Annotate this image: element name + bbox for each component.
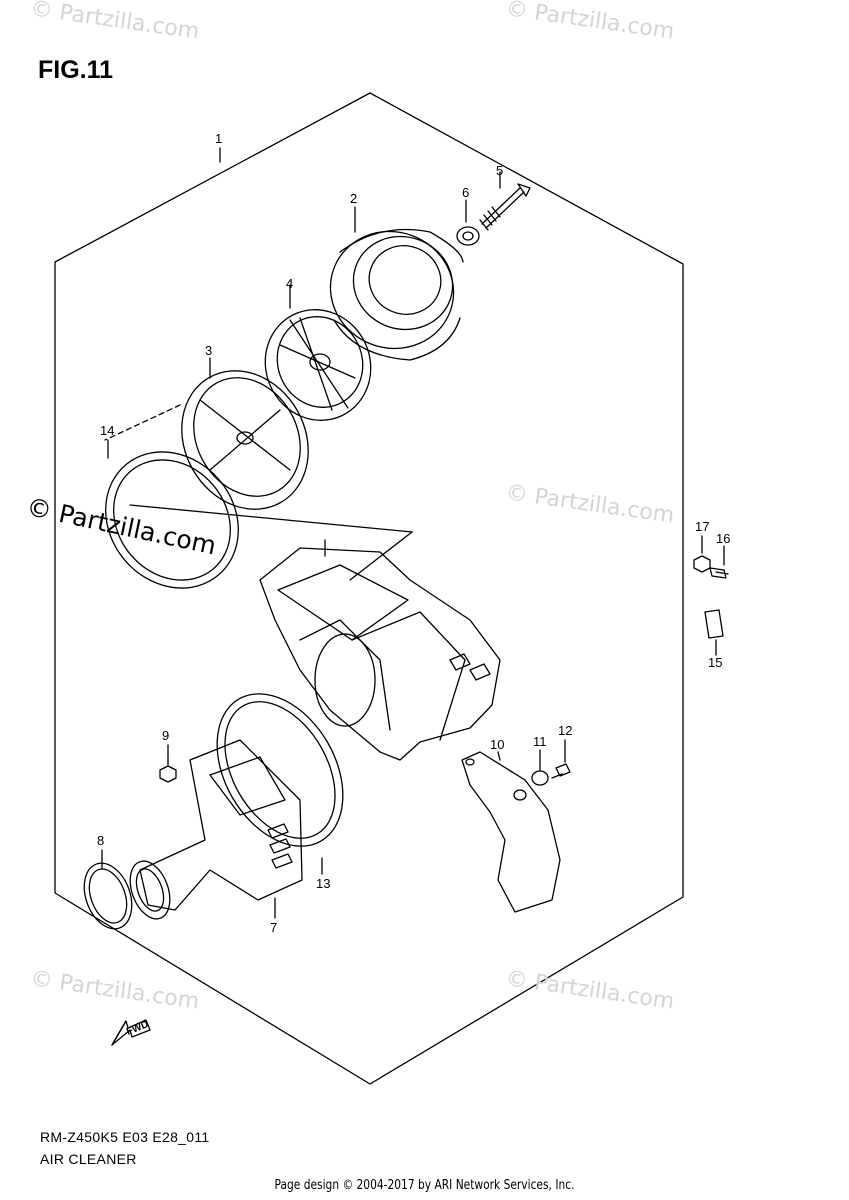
part-3-cage (104, 357, 309, 510)
part-17-nut (693, 535, 711, 573)
callout-10: 10 (490, 737, 505, 752)
footer-copyright: Page design © 2004-2017 by ARI Network S… (274, 1178, 575, 1193)
part-10-guard (461, 751, 561, 913)
part-16-bolt (709, 545, 729, 579)
part-9-nut (159, 744, 177, 783)
fwd-arrow (111, 1019, 151, 1046)
model-code: RM-Z450K5 E03 E28_011 (40, 1129, 210, 1145)
callout-1: 1 (215, 131, 223, 146)
part-2-outer-cover (329, 206, 464, 361)
callout-8: 8 (97, 833, 105, 848)
assembly-boundary (54, 92, 684, 1085)
part-14-gasket (105, 439, 239, 589)
part-6-washer (456, 199, 480, 246)
part-11-washer (531, 749, 549, 786)
callout-6: 6 (462, 185, 470, 200)
part-13-intake-gasket (216, 693, 344, 875)
figure-title: FIG.11 (38, 56, 114, 84)
air-cleaner-case (259, 539, 501, 761)
callout-4: 4 (286, 276, 294, 291)
assembly-pointer (129, 504, 413, 533)
callout-15: 15 (708, 655, 723, 670)
callout-16: 16 (716, 531, 731, 546)
part-15-clip (704, 609, 724, 656)
part-7-intake-duct (129, 739, 303, 920)
callout-14: 14 (100, 423, 115, 438)
callout-17: 17 (695, 519, 710, 534)
callout-7: 7 (270, 920, 278, 935)
part-4-element (264, 284, 372, 421)
callout-9: 9 (162, 728, 170, 743)
diagram-name: AIR CLEANER (40, 1151, 137, 1167)
assembly-pointer-2 (349, 531, 413, 581)
callout-12: 12 (558, 723, 573, 738)
callout-2: 2 (350, 191, 358, 206)
part-12-bolt (551, 739, 571, 779)
part-8-clamp (83, 849, 133, 930)
part-5-bolt (479, 171, 531, 231)
callout-3: 3 (205, 343, 213, 358)
callout-11: 11 (533, 734, 547, 749)
callout-5: 5 (496, 163, 504, 178)
callout-13: 13 (316, 876, 331, 891)
